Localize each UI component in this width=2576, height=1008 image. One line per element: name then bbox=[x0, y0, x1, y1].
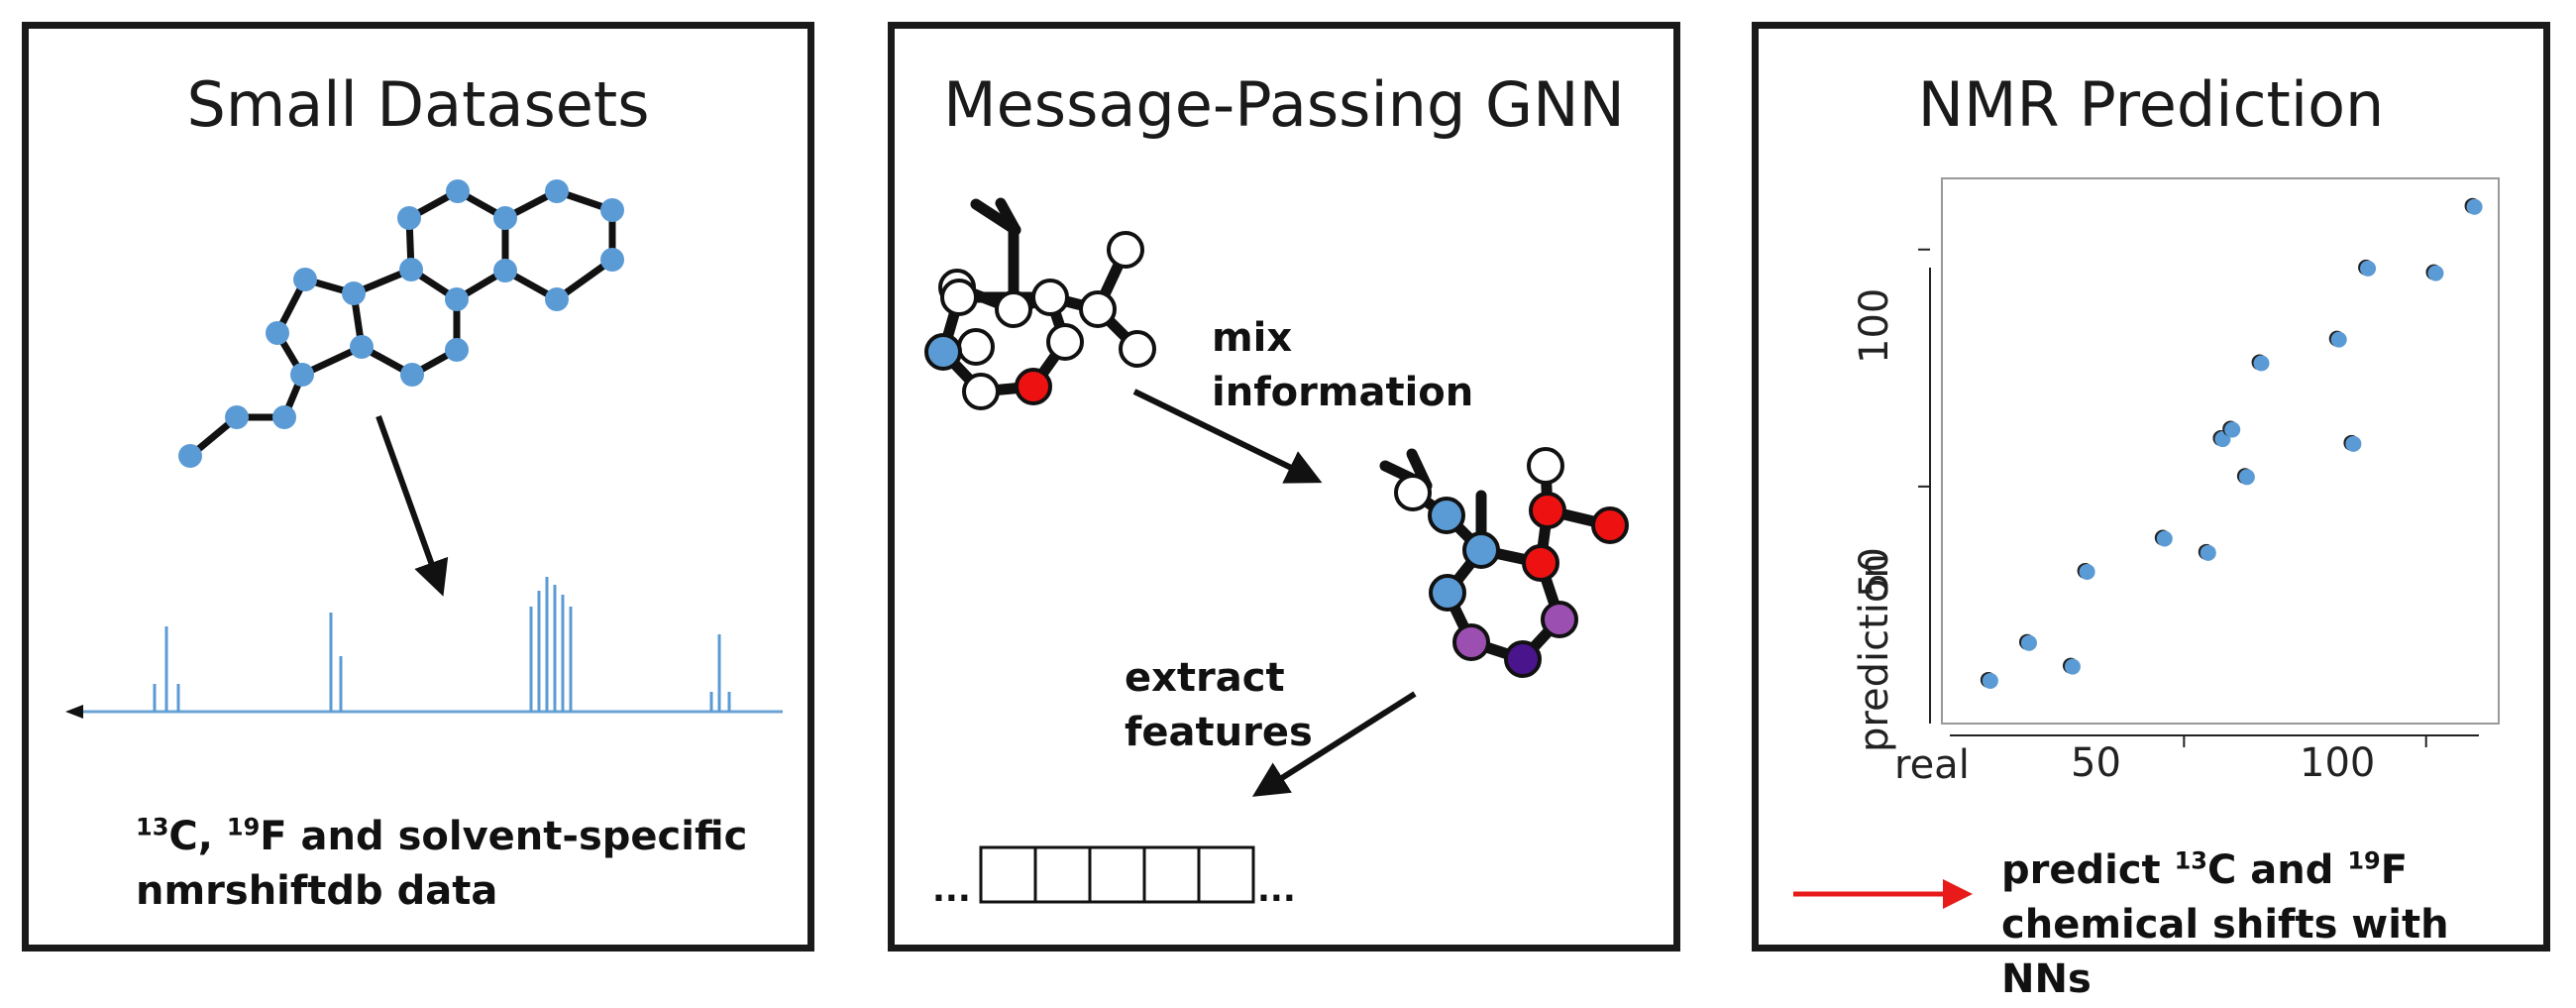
x-tick-label: 100 bbox=[2300, 740, 2376, 786]
diagram-art bbox=[65, 177, 2500, 909]
atom bbox=[545, 287, 569, 311]
data-point bbox=[2200, 544, 2216, 561]
plot-frame bbox=[1941, 177, 2500, 725]
atom bbox=[290, 363, 314, 387]
nmr-spectrum bbox=[65, 577, 783, 719]
atom bbox=[293, 268, 317, 291]
data-point bbox=[2360, 260, 2377, 277]
graph-node bbox=[1429, 574, 1466, 612]
data-point bbox=[2020, 634, 2037, 651]
x-axis-label: real bbox=[1894, 742, 1970, 788]
atom bbox=[397, 206, 421, 230]
atom bbox=[342, 281, 366, 305]
atom bbox=[493, 259, 517, 282]
panel-title-datasets: Small Datasets bbox=[186, 68, 650, 141]
atom bbox=[600, 248, 624, 272]
data-point bbox=[2238, 469, 2255, 486]
panel-title-gnn: Message-Passing GNN bbox=[943, 68, 1625, 141]
atom bbox=[225, 405, 249, 429]
graph-node bbox=[1107, 231, 1144, 269]
graph-node bbox=[1015, 368, 1052, 405]
graph-node bbox=[1541, 601, 1578, 638]
feature-cell bbox=[1088, 845, 1146, 904]
data-point bbox=[2345, 435, 2362, 452]
scatter-plot bbox=[1918, 177, 2500, 747]
graph-node bbox=[1504, 640, 1542, 678]
graph-node bbox=[1079, 290, 1117, 328]
x-tick-label: 50 bbox=[2071, 740, 2121, 786]
data-point bbox=[2064, 658, 2081, 675]
atom bbox=[445, 287, 469, 311]
atom bbox=[445, 338, 469, 362]
graph-node bbox=[1591, 506, 1629, 544]
atom bbox=[272, 405, 296, 429]
atom bbox=[350, 335, 374, 359]
graph-node bbox=[1394, 474, 1432, 511]
data-point bbox=[2427, 265, 2444, 281]
atom bbox=[400, 363, 424, 387]
feature-cell bbox=[1142, 845, 1201, 904]
feature-cell bbox=[1033, 845, 1092, 904]
atom bbox=[178, 444, 202, 468]
atom bbox=[266, 321, 289, 345]
extract-features-label: extract features bbox=[1125, 655, 1313, 756]
graph-node bbox=[962, 373, 1000, 410]
atom bbox=[493, 206, 517, 230]
steroid-molecule bbox=[178, 179, 624, 468]
graph-node bbox=[1046, 323, 1084, 361]
extract-features-arrow bbox=[1251, 691, 1417, 797]
feature-cell bbox=[1197, 845, 1255, 904]
data-point bbox=[2330, 331, 2347, 348]
panel-title-prediction: NMR Prediction bbox=[1917, 68, 2385, 141]
data-point bbox=[2079, 563, 2095, 580]
graph-node bbox=[1428, 497, 1465, 534]
atom bbox=[446, 179, 470, 203]
mix-information-arrow bbox=[1132, 389, 1323, 484]
small-datasets-panel: Small Datasets 13C, 19F and solvent-spec… bbox=[22, 22, 814, 952]
feature-ellipsis-left: ... bbox=[932, 870, 971, 910]
graph-node bbox=[924, 333, 962, 371]
mix-information-label: mix information bbox=[1212, 315, 1474, 416]
atom bbox=[545, 179, 569, 203]
data-point bbox=[2466, 198, 2483, 215]
graph-node bbox=[1031, 279, 1069, 316]
graph-node bbox=[957, 328, 995, 366]
feature-ellipsis-right: ... bbox=[1257, 870, 1296, 910]
arrow-to-spectrum bbox=[376, 414, 449, 597]
graph-node bbox=[1452, 623, 1490, 661]
updated-molecular-graph bbox=[1379, 447, 1629, 678]
spectrum-arrowhead bbox=[65, 705, 83, 719]
input-molecular-graph bbox=[924, 197, 1156, 410]
feature-vector bbox=[979, 845, 1255, 904]
graph-node bbox=[995, 290, 1032, 328]
atom bbox=[399, 258, 423, 281]
graph-node bbox=[940, 279, 978, 316]
graph-node bbox=[1527, 447, 1564, 485]
feature-cell bbox=[979, 845, 1037, 904]
graph-node bbox=[1462, 531, 1500, 569]
graph-node bbox=[1529, 492, 1566, 529]
graph-node bbox=[1119, 330, 1156, 368]
data-point bbox=[2156, 530, 2173, 547]
data-point bbox=[1982, 672, 1998, 689]
graph-node bbox=[1522, 544, 1559, 582]
datasets-caption: 13C, 19F and solvent-specific nmrshiftdb… bbox=[136, 813, 748, 915]
data-point bbox=[2224, 421, 2241, 438]
graph-stub bbox=[970, 198, 1021, 236]
atom bbox=[600, 198, 624, 222]
data-point bbox=[2253, 355, 2270, 372]
